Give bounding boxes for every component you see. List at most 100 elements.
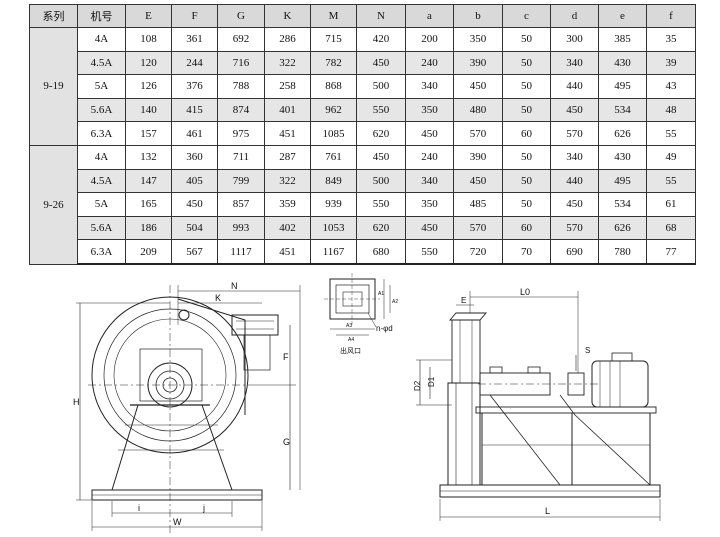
value-cell: 50 — [502, 97, 551, 123]
hole-label: n-φd — [376, 324, 393, 333]
value-cell: 1085 — [310, 121, 357, 146]
value-cell: 120 — [125, 50, 172, 76]
dim-K: K — [215, 293, 221, 303]
value-cell: 350 — [453, 27, 503, 52]
value-cell: 780 — [598, 239, 647, 266]
value-cell: 570 — [453, 215, 503, 241]
dim-L: L — [545, 506, 550, 516]
dim-A2: A2 — [392, 299, 398, 305]
value-cell: 461 — [171, 121, 218, 146]
value-cell: 1053 — [310, 215, 357, 241]
value-cell: 61 — [646, 192, 696, 217]
value-cell: 720 — [453, 239, 503, 266]
value-cell: 975 — [217, 121, 265, 146]
value-cell: 495 — [598, 74, 647, 99]
dim-j: j — [202, 503, 205, 513]
value-cell: 567 — [171, 239, 218, 266]
value-cell: 43 — [646, 74, 696, 99]
value-cell: 157 — [125, 121, 172, 146]
value-cell: 550 — [356, 192, 406, 217]
header-cell: f — [646, 4, 696, 28]
model-cell: 4A — [77, 144, 126, 170]
value-cell: 500 — [356, 168, 406, 194]
value-cell: 1117 — [217, 239, 265, 266]
model-cell: 4A — [77, 27, 126, 52]
outlet-caption: 出风口 — [340, 346, 361, 355]
value-cell: 420 — [356, 27, 406, 52]
value-cell: 993 — [217, 215, 265, 241]
value-cell: 799 — [217, 168, 265, 194]
value-cell: 402 — [264, 215, 311, 241]
header-cell: e — [598, 4, 647, 28]
dim-S: S — [585, 346, 590, 355]
value-cell: 340 — [405, 168, 454, 194]
value-cell: 711 — [217, 144, 265, 170]
header-cell: G — [217, 4, 265, 28]
value-cell: 570 — [550, 121, 599, 146]
series-cell: 9-26 — [29, 144, 78, 265]
value-cell: 70 — [502, 239, 551, 266]
value-cell: 50 — [502, 192, 551, 217]
value-cell: 55 — [646, 168, 696, 194]
header-cell: E — [125, 4, 172, 28]
value-cell: 874 — [217, 97, 265, 123]
dim-N: N — [231, 281, 238, 291]
value-cell: 692 — [217, 27, 265, 52]
value-cell: 390 — [453, 144, 503, 170]
dim-H: H — [73, 397, 80, 407]
value-cell: 450 — [453, 74, 503, 99]
model-cell: 5A — [77, 192, 126, 217]
value-cell: 857 — [217, 192, 265, 217]
value-cell: 451 — [264, 121, 311, 146]
outlet-detail: A1 A2 A3 A4 n-φd 出风口 — [324, 273, 398, 355]
header-cell: 系列 — [29, 4, 78, 28]
value-cell: 108 — [125, 27, 172, 52]
value-cell: 626 — [598, 215, 647, 241]
value-cell: 50 — [502, 144, 551, 170]
value-cell: 244 — [171, 50, 218, 76]
value-cell: 782 — [310, 50, 357, 76]
value-cell: 401 — [264, 97, 311, 123]
value-cell: 209 — [125, 239, 172, 266]
value-cell: 485 — [453, 192, 503, 217]
value-cell: 385 — [598, 27, 647, 52]
value-cell: 450 — [356, 50, 406, 76]
fan-drawings: N K F G H i j W — [73, 273, 661, 535]
value-cell: 430 — [598, 144, 647, 170]
value-cell: 480 — [453, 97, 503, 123]
value-cell: 140 — [125, 97, 172, 123]
value-cell: 360 — [171, 144, 218, 170]
model-cell: 6.3A — [77, 239, 126, 266]
value-cell: 500 — [356, 74, 406, 99]
value-cell: 390 — [453, 50, 503, 76]
model-cell: 5A — [77, 74, 126, 99]
value-cell: 77 — [646, 239, 696, 266]
value-cell: 716 — [217, 50, 265, 76]
value-cell: 340 — [550, 144, 599, 170]
value-cell: 440 — [550, 74, 599, 99]
value-cell: 50 — [502, 168, 551, 194]
series-cell: 9-19 — [29, 27, 78, 146]
dim-D1: D1 — [427, 376, 436, 387]
value-cell: 690 — [550, 239, 599, 266]
dim-A1: A1 — [378, 291, 384, 297]
value-cell: 570 — [453, 121, 503, 146]
value-cell: 300 — [550, 27, 599, 52]
value-cell: 350 — [405, 97, 454, 123]
model-cell: 5.6A — [77, 97, 126, 123]
value-cell: 165 — [125, 192, 172, 217]
value-cell: 361 — [171, 27, 218, 52]
value-cell: 340 — [405, 74, 454, 99]
dim-A4: A4 — [348, 337, 354, 343]
dim-W: W — [173, 517, 182, 527]
value-cell: 849 — [310, 168, 357, 194]
